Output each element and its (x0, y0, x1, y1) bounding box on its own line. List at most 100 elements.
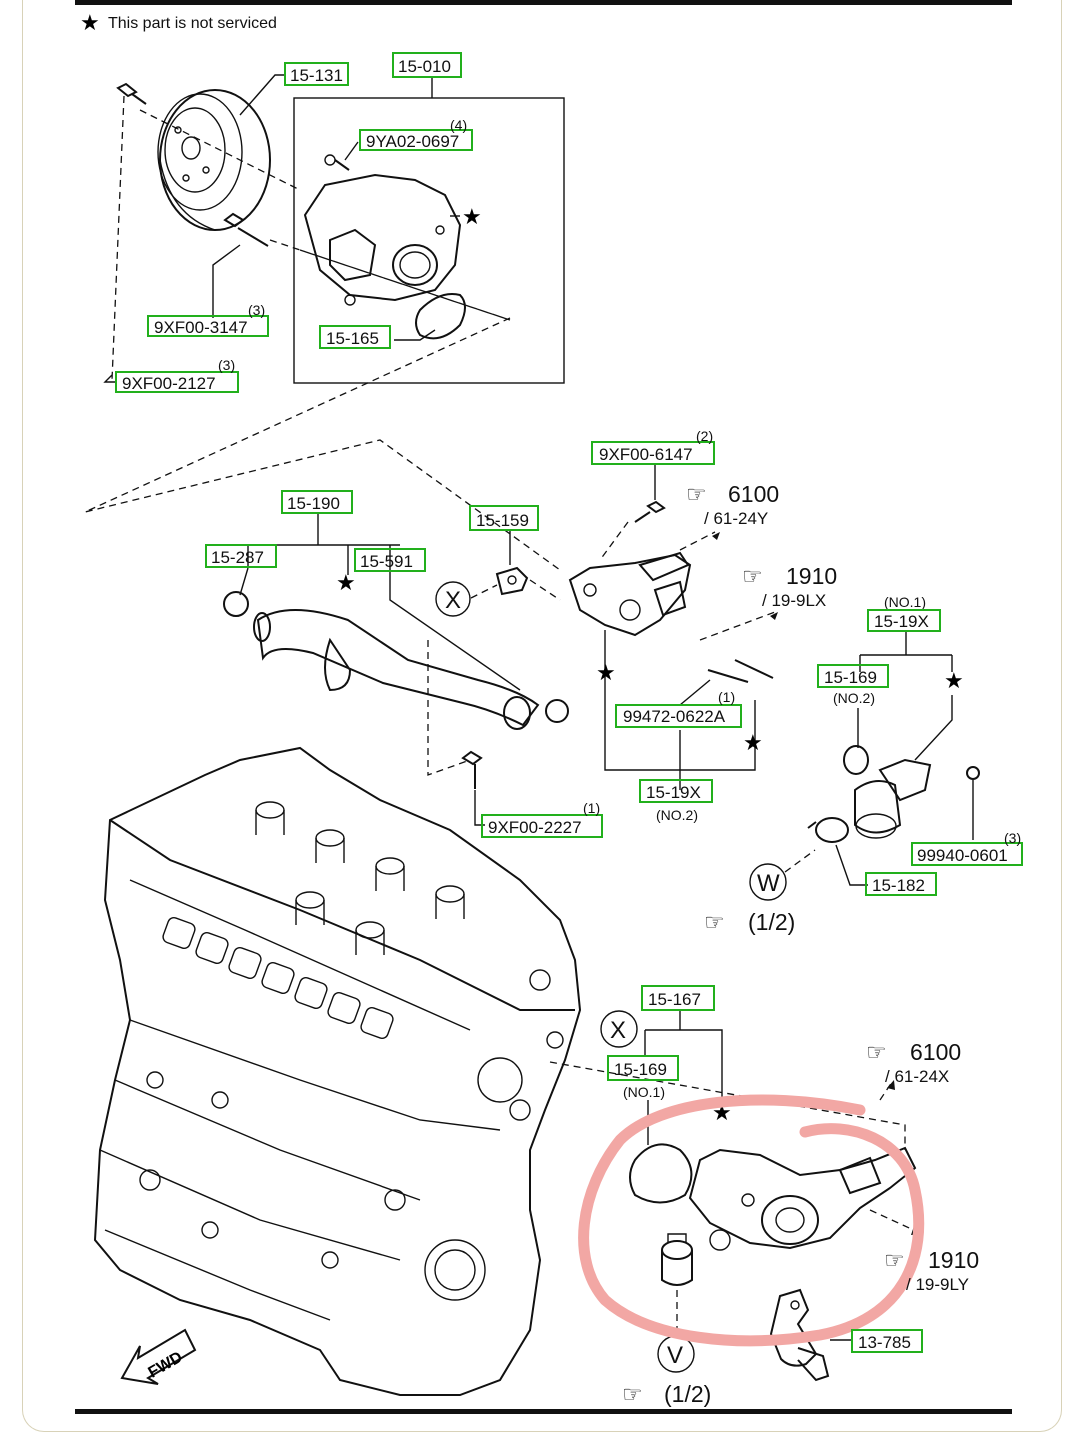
circle-w-label: W (757, 870, 780, 897)
svg-text:(4): (4) (450, 117, 467, 133)
thermostat-drawing (661, 1233, 693, 1286)
svg-text:1910: 1910 (786, 563, 837, 589)
sensor-bracket-drawing (769, 1288, 830, 1382)
assembly-line (784, 849, 816, 873)
label-99472-0622a[interactable]: 99472-0622A (1) (615, 689, 742, 728)
label-15-591[interactable]: 15-591 (354, 548, 426, 572)
svg-text:(1/2): (1/2) (748, 909, 795, 935)
label-15-159[interactable]: 15-159 (469, 505, 539, 531)
label-9ya02-0697[interactable]: 9YA02-0697 (4) (359, 117, 473, 151)
arrow-head (712, 532, 720, 540)
pump-bolt-drawing (223, 212, 269, 247)
assembly-line (427, 640, 471, 776)
water-hose-drawing (223, 591, 569, 730)
label-15-190[interactable]: 15-190 (281, 490, 353, 514)
svg-text:15-19X: 15-19X (874, 612, 929, 631)
assembly-line (470, 584, 498, 599)
leader-line (239, 567, 249, 596)
svg-text:/ 19-9LX: / 19-9LX (762, 591, 826, 610)
pointing-hand-icon: ☞ (742, 563, 763, 589)
pointing-hand-icon: ☞ (622, 1381, 643, 1407)
pulley-drawing (157, 89, 271, 231)
pointing-hand-icon: ☞ (704, 909, 725, 935)
label-9xf00-2127[interactable]: 9XF00-2127 (3) (115, 357, 239, 393)
svg-text:/ 61-24Y: / 61-24Y (704, 509, 768, 528)
top-rule (75, 0, 1012, 5)
outlet-pipe-drawing (843, 745, 980, 839)
thermostat-gasket-drawing (629, 1143, 693, 1204)
label-13-785[interactable]: 13-785 (851, 1329, 923, 1353)
svg-text:15-169: 15-169 (824, 668, 877, 687)
svg-text:(NO.1): (NO.1) (623, 1084, 665, 1100)
fwd-label: FWD (146, 1349, 186, 1382)
arrow-head (887, 1080, 895, 1090)
svg-text:(3): (3) (218, 357, 235, 373)
svg-text:15-182: 15-182 (872, 876, 925, 895)
assembly-line (529, 579, 561, 601)
highlight-circle (578, 1094, 925, 1347)
thermostat-housing-drawing (688, 1146, 917, 1251)
svg-text:(1): (1) (583, 800, 600, 816)
svg-text:(3): (3) (248, 302, 265, 318)
svg-text:1910: 1910 (928, 1247, 979, 1273)
svg-text:15-159: 15-159 (476, 511, 529, 530)
not-serviced-star-icon: ★ (336, 570, 356, 595)
label-15-182[interactable]: 15-182 (865, 872, 937, 896)
leader-line (474, 790, 485, 826)
label-99940-0601[interactable]: 99940-0601 (3) (911, 830, 1023, 866)
label-15-010[interactable]: 15-010 (392, 52, 462, 78)
label-9xf00-3147[interactable]: 9XF00-3147 (3) (147, 302, 269, 337)
svg-text:13-785: 13-785 (858, 1333, 911, 1352)
svg-text:(NO.2): (NO.2) (656, 807, 698, 823)
label-15-169-no1[interactable]: 15-169 (NO.1) (607, 1055, 679, 1100)
svg-text:6100: 6100 (910, 1039, 961, 1065)
leader-line (914, 695, 953, 761)
svg-text:9YA02-0697: 9YA02-0697 (366, 132, 459, 151)
label-15-19x-no1[interactable]: (NO.1) 15-19X (867, 594, 941, 632)
label-9xf00-6147[interactable]: 9XF00-6147 (2) (591, 428, 715, 465)
svg-text:15-165: 15-165 (326, 329, 379, 348)
assembly-line (269, 239, 511, 321)
circle-x-top (435, 581, 471, 617)
ref-half-w[interactable]: ☞ (1/2) (704, 909, 795, 935)
svg-text:15-010: 15-010 (398, 57, 451, 76)
leader-line (645, 1029, 723, 1100)
label-15-167[interactable]: 15-167 (641, 985, 715, 1011)
svg-text:15-287: 15-287 (211, 548, 264, 567)
svg-text:15-169: 15-169 (614, 1060, 667, 1079)
svg-text:15-591: 15-591 (360, 552, 413, 571)
assembly-line (139, 109, 301, 191)
label-15-287[interactable]: 15-287 (205, 544, 277, 568)
label-15-19x-no2[interactable]: 15-19X (NO.2) (639, 779, 713, 823)
svg-text:(NO.1): (NO.1) (884, 594, 926, 610)
label-15-165[interactable]: 15-165 (319, 325, 391, 349)
not-serviced-star-icon: ★ (462, 204, 482, 229)
ref-1910-top[interactable]: ☞ 1910 / 19-9LX (742, 563, 837, 610)
svg-text:15-131: 15-131 (290, 66, 343, 85)
svg-text:9XF00-2127: 9XF00-2127 (122, 374, 216, 393)
label-15-169-no2[interactable]: 15-169 (NO.2) (817, 664, 889, 706)
svg-text:15-190: 15-190 (287, 494, 340, 513)
label-9xf00-2227[interactable]: 9XF00-2227 (1) (481, 800, 603, 838)
arrow-head (770, 612, 778, 620)
svg-text:15-19X: 15-19X (646, 783, 701, 802)
pointing-hand-icon: ☞ (686, 481, 707, 507)
ref-6100-top[interactable]: ☞ 6100 / 61-24Y (686, 481, 779, 528)
assembly-line (84, 317, 561, 571)
circle-x-bottom (600, 1010, 638, 1048)
pointing-hand-icon: ☞ (866, 1039, 887, 1065)
ref-half-v[interactable]: ☞ (1/2) (622, 1381, 711, 1407)
assembly-line (111, 95, 125, 381)
ref-1910-bottom[interactable]: ☞ 1910 / 19-9LY (884, 1247, 979, 1294)
ref-6100-bottom[interactable]: ☞ 6100 / 61-24X (866, 1039, 961, 1086)
svg-text:9XF00-3147: 9XF00-3147 (154, 318, 248, 337)
leader-line (344, 141, 359, 161)
label-15-131[interactable]: 15-131 (284, 62, 349, 86)
not-serviced-star-icon: ★ (596, 660, 616, 685)
circle-x-top-label: X (445, 587, 461, 614)
bracket-15-159-drawing (495, 566, 529, 596)
leader-line (103, 374, 115, 383)
svg-text:/ 19-9LY: / 19-9LY (906, 1275, 969, 1294)
assembly-line (679, 531, 716, 551)
